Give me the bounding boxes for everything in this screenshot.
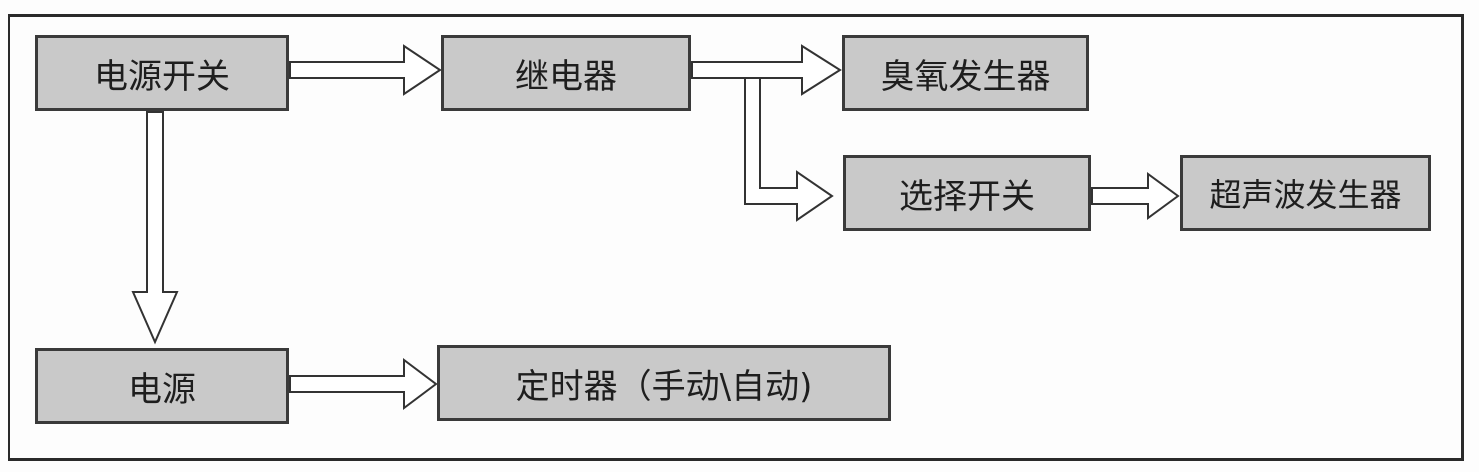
arrow-power-switch-to-power-supply bbox=[131, 111, 179, 345]
node-timer: 定时器（手动\自动) bbox=[437, 345, 891, 421]
arrow-power-supply-to-timer bbox=[289, 358, 438, 410]
arrow-relay-to-selector-switch bbox=[744, 77, 834, 222]
arrow-power-switch-to-relay bbox=[289, 44, 442, 96]
node-ozone-generator: 臭氧发生器 bbox=[842, 35, 1089, 111]
node-power-switch: 电源开关 bbox=[35, 35, 289, 111]
node-selector-switch: 选择开关 bbox=[843, 155, 1091, 231]
arrow-relay-to-ozone-generator bbox=[691, 44, 842, 96]
diagram-frame bbox=[8, 14, 1464, 461]
node-power-supply: 电源 bbox=[35, 348, 289, 424]
node-ultrasonic-generator: 超声波发生器 bbox=[1180, 155, 1431, 231]
node-relay: 继电器 bbox=[441, 35, 691, 111]
arrow-selector-to-ultrasonic bbox=[1091, 172, 1180, 220]
